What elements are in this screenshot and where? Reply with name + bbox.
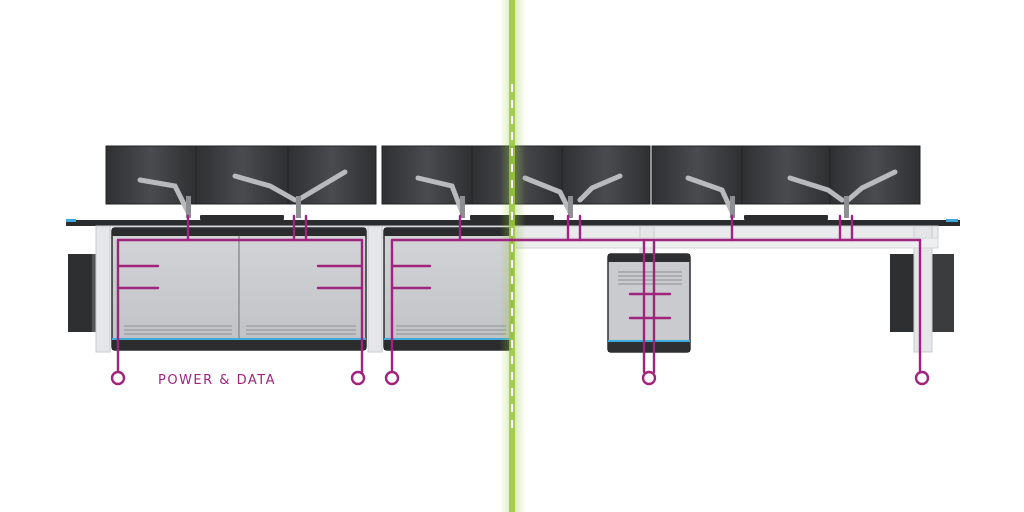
outlet-ring-icon [110,370,930,386]
cabinet-left [111,227,367,351]
route-middle [390,238,514,374]
power-data-routes [116,214,922,374]
cpu-cabinet-center [607,253,691,353]
cabinet-left-vents [124,325,356,335]
monitor-arm-posts [186,196,849,218]
monitor-arm-icon [137,169,898,215]
power-data-caption: POWER & DATA [158,373,276,388]
route-left-outer [116,238,364,374]
monitor-row [105,145,921,205]
dashed-divider-icon [500,0,526,512]
left-cpu-tower [68,254,96,332]
cabinet-middle [383,227,513,351]
